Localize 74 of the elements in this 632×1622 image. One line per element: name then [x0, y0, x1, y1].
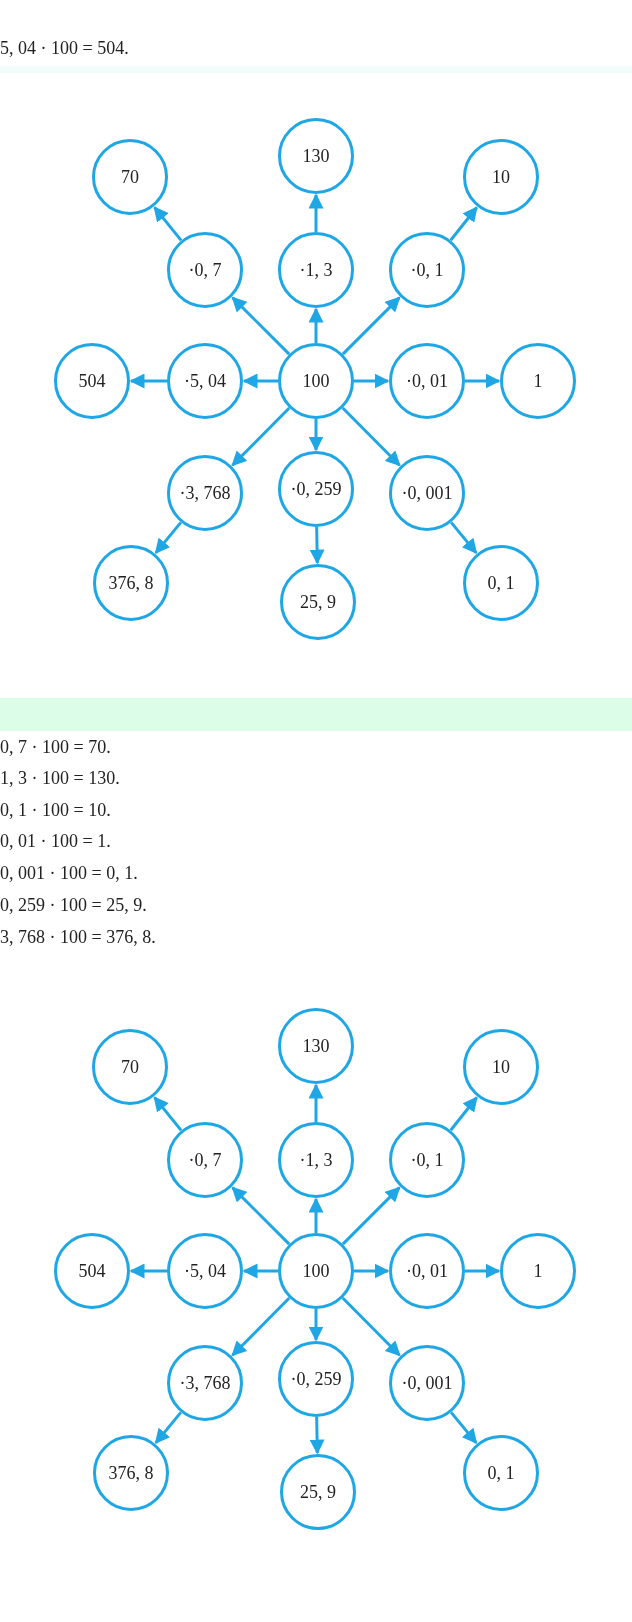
- number-circle: 70: [92, 1029, 168, 1105]
- arrow: [309, 1416, 325, 1455]
- number-circle: 1: [500, 343, 576, 419]
- number-circle: ·5, 04: [167, 1233, 243, 1309]
- arrow: [341, 1296, 401, 1357]
- number-circle: ·0, 001: [389, 1345, 465, 1421]
- number-circle: ·0, 1: [389, 1122, 465, 1198]
- equation-text: 3, 768 · 100 = 376, 8.: [0, 927, 156, 948]
- arrow: [242, 1263, 278, 1279]
- equation-text: 5, 04 · 100 = 504.: [0, 38, 129, 59]
- arrow: [153, 206, 183, 242]
- number-circle: ·3, 768: [167, 455, 243, 531]
- arrow: [309, 526, 325, 565]
- number-circle: 504: [54, 1233, 130, 1309]
- number-circle: 100: [278, 1233, 354, 1309]
- equation-text: 0, 7 · 100 = 70.: [0, 737, 111, 758]
- number-circle: ·0, 7: [167, 1122, 243, 1198]
- number-circle: ·0, 259: [278, 451, 354, 527]
- arrow: [129, 373, 167, 389]
- arrow: [129, 1263, 167, 1279]
- equation-text: 0, 01 · 100 = 1.: [0, 831, 111, 852]
- number-circle: ·5, 04: [167, 343, 243, 419]
- number-circle: 130: [278, 118, 354, 194]
- number-circle: ·0, 01: [389, 1233, 465, 1309]
- arrow: [308, 193, 324, 232]
- number-circle: 100: [278, 343, 354, 419]
- number-circle: 0, 1: [463, 1435, 539, 1511]
- number-circle: 1: [500, 1233, 576, 1309]
- arrow: [308, 419, 324, 452]
- number-circle: 0, 1: [463, 545, 539, 621]
- number-circle: 504: [54, 343, 130, 419]
- number-circle: 70: [92, 139, 168, 215]
- arrow: [341, 1186, 401, 1246]
- number-circle: ·0, 1: [389, 232, 465, 308]
- number-circle: ·0, 001: [389, 455, 465, 531]
- number-circle: 376, 8: [93, 1435, 169, 1511]
- number-circle: 376, 8: [93, 545, 169, 621]
- arrow: [231, 296, 291, 356]
- arrow: [231, 1186, 291, 1246]
- arrow: [449, 1096, 478, 1132]
- arrow: [449, 1411, 478, 1445]
- arrow: [449, 206, 478, 242]
- number-circle: ·3, 768: [167, 1345, 243, 1421]
- number-circle: 10: [463, 139, 539, 215]
- equation-text: 0, 001 · 100 = 0, 1.: [0, 863, 138, 884]
- arrow: [465, 373, 501, 389]
- number-circle: ·0, 7: [167, 232, 243, 308]
- arrow: [341, 296, 401, 356]
- number-circle: 10: [463, 1029, 539, 1105]
- arrow: [153, 1096, 183, 1132]
- arrow: [308, 1083, 324, 1122]
- equation-text: 0, 1 · 100 = 10.: [0, 800, 111, 821]
- arrow: [354, 373, 390, 389]
- number-circle: 130: [278, 1008, 354, 1084]
- number-circle: ·1, 3: [278, 232, 354, 308]
- number-circle: 25, 9: [280, 1454, 356, 1530]
- arrow: [231, 1296, 291, 1357]
- arrow: [354, 1263, 390, 1279]
- number-circle: ·1, 3: [278, 1122, 354, 1198]
- number-circle: 25, 9: [280, 564, 356, 640]
- arrow: [308, 307, 324, 343]
- equation-text: 0, 259 · 100 = 25, 9.: [0, 895, 147, 916]
- arrow: [465, 1263, 501, 1279]
- arrow: [449, 521, 478, 555]
- arrow: [154, 521, 183, 555]
- arrow: [308, 1309, 324, 1342]
- number-circle: ·0, 01: [389, 343, 465, 419]
- arrow: [341, 406, 401, 467]
- arrow: [154, 1411, 183, 1445]
- equation-text: 1, 3 · 100 = 130.: [0, 768, 120, 789]
- arrow: [308, 1197, 324, 1233]
- number-circle: ·0, 259: [278, 1341, 354, 1417]
- arrow: [231, 406, 291, 467]
- arrow: [242, 373, 278, 389]
